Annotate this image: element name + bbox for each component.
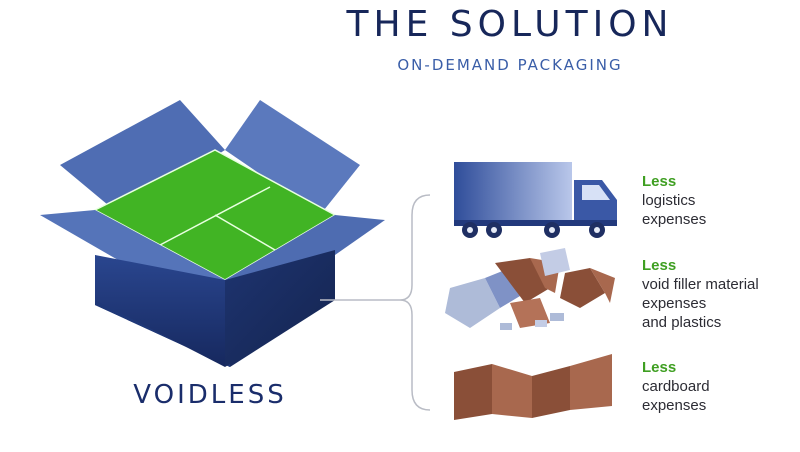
benefit-line: logistics (642, 192, 696, 209)
benefit-line: expenses (642, 397, 707, 414)
corrugated-cardboard-icon (454, 354, 612, 420)
benefit-keyword: Less (642, 257, 677, 274)
benefit-cardboard: Less cardboard expenses (642, 358, 710, 415)
page-title: THE SOLUTION (346, 4, 674, 45)
page-subtitle: ON-DEMAND PACKAGING (397, 56, 623, 74)
connector-bracket (320, 194, 431, 411)
brand-name: VOIDLESS (133, 380, 287, 410)
delivery-truck-icon (454, 162, 617, 238)
benefit-line: expenses (642, 295, 707, 312)
benefit-line: cardboard (642, 378, 710, 395)
benefit-line: expenses (642, 211, 707, 228)
void-filler-icon (445, 248, 615, 330)
benefit-keyword: Less (642, 359, 677, 376)
benefit-keyword: Less (642, 173, 677, 190)
open-box-icon (40, 100, 385, 367)
benefit-logistics: Less logistics expenses (642, 172, 706, 229)
benefit-void-filler: Less void filler material expenses and p… (642, 256, 759, 332)
benefit-line: void filler material (642, 276, 759, 293)
benefit-line: and plastics (642, 314, 722, 331)
